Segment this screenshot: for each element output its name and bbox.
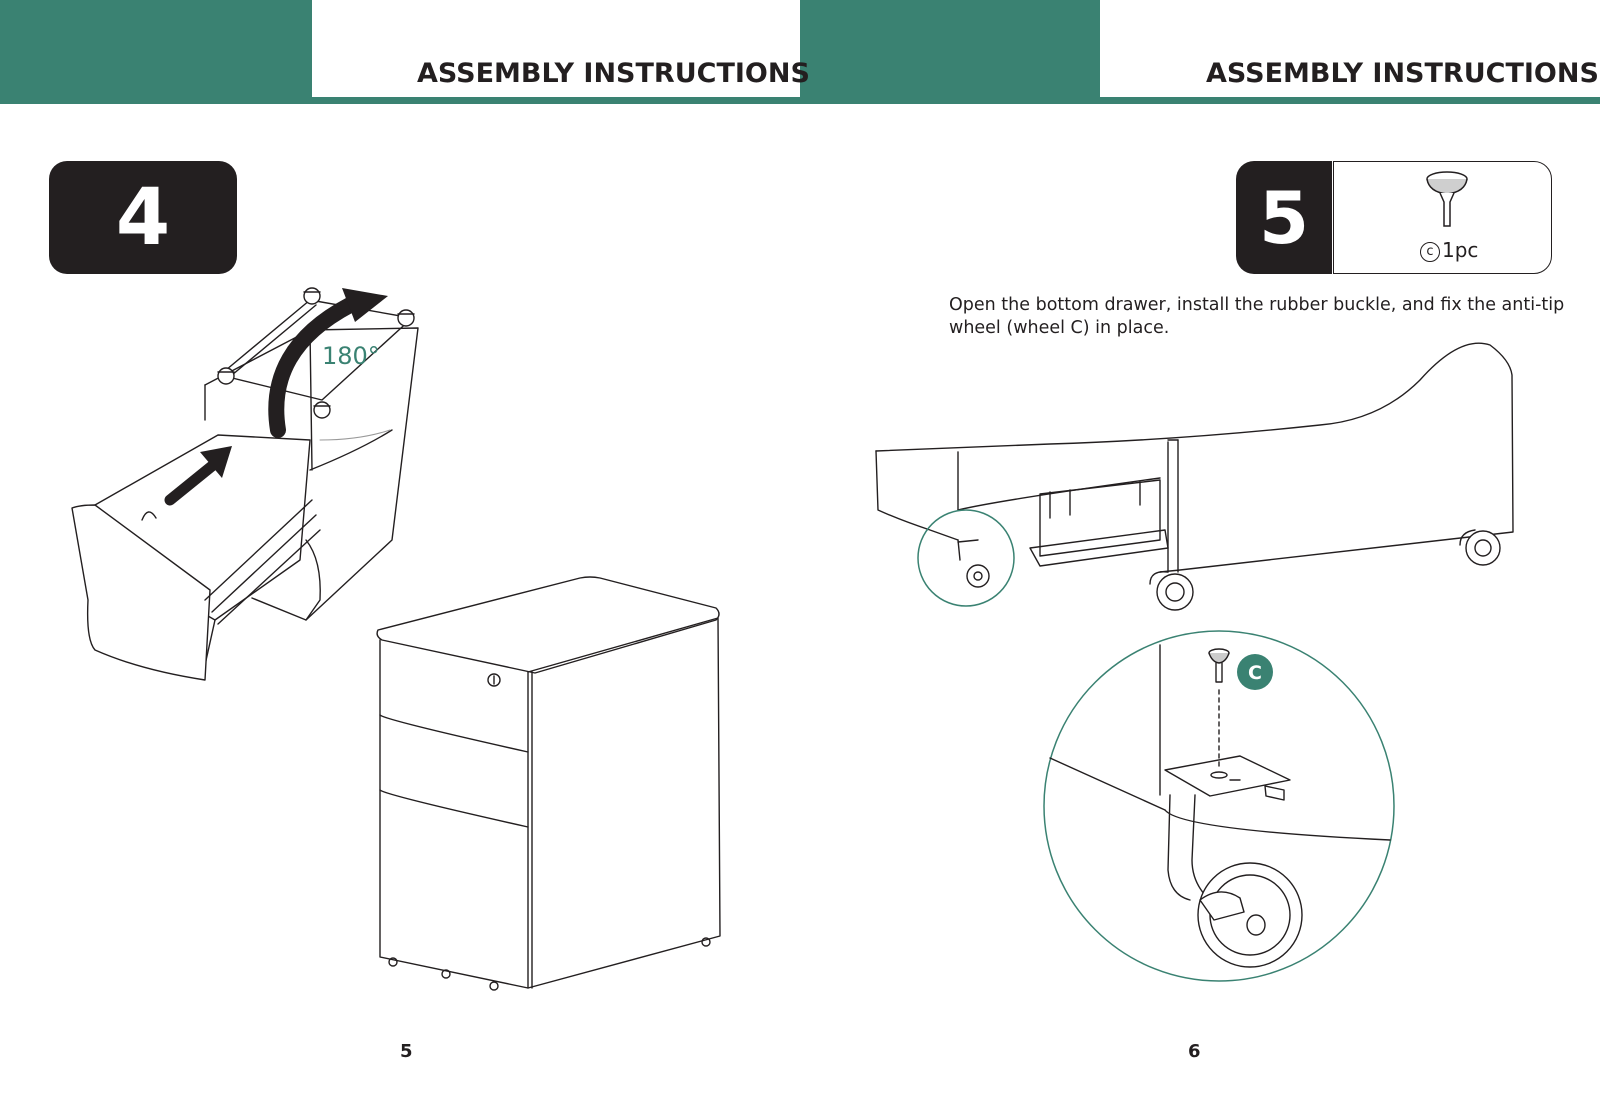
part-quantity-label: 1pc [1442, 238, 1479, 262]
rotation-label: 180° [322, 342, 380, 370]
page-number-right: 6 [1188, 1041, 1201, 1062]
page-title-left: ASSEMBLY INSTRUCTIONS [417, 58, 810, 89]
anti-tip-wheel-detail-illustration [1043, 630, 1395, 982]
part-letter: c [1420, 242, 1440, 262]
push-arrow-icon [164, 446, 232, 506]
rotate-arrow-icon [268, 288, 391, 441]
instruction-text: Open the bottom drawer, install the rubb… [949, 295, 1565, 338]
header-title-box-left [312, 0, 800, 97]
rubber-buckle-icon [1426, 171, 1468, 227]
inverted-cabinet-illustration [71, 287, 419, 681]
page-number-left: 5 [400, 1041, 413, 1062]
header-title-box-right [1100, 0, 1600, 97]
step-number-5: 5 [1236, 161, 1332, 274]
callout-letter: C [1248, 662, 1262, 684]
wheel-c-callout: C [1237, 654, 1273, 690]
page-title-right: ASSEMBLY INSTRUCTIONS [1206, 58, 1599, 89]
assembled-cabinet-illustration [376, 576, 721, 991]
detail-marker-small [917, 509, 1015, 607]
step-number-label: 4 [115, 172, 171, 263]
step-number-4: 4 [49, 161, 237, 274]
step-number-label: 5 [1258, 175, 1310, 260]
cabinet-bottom-view-illustration [875, 342, 1514, 611]
